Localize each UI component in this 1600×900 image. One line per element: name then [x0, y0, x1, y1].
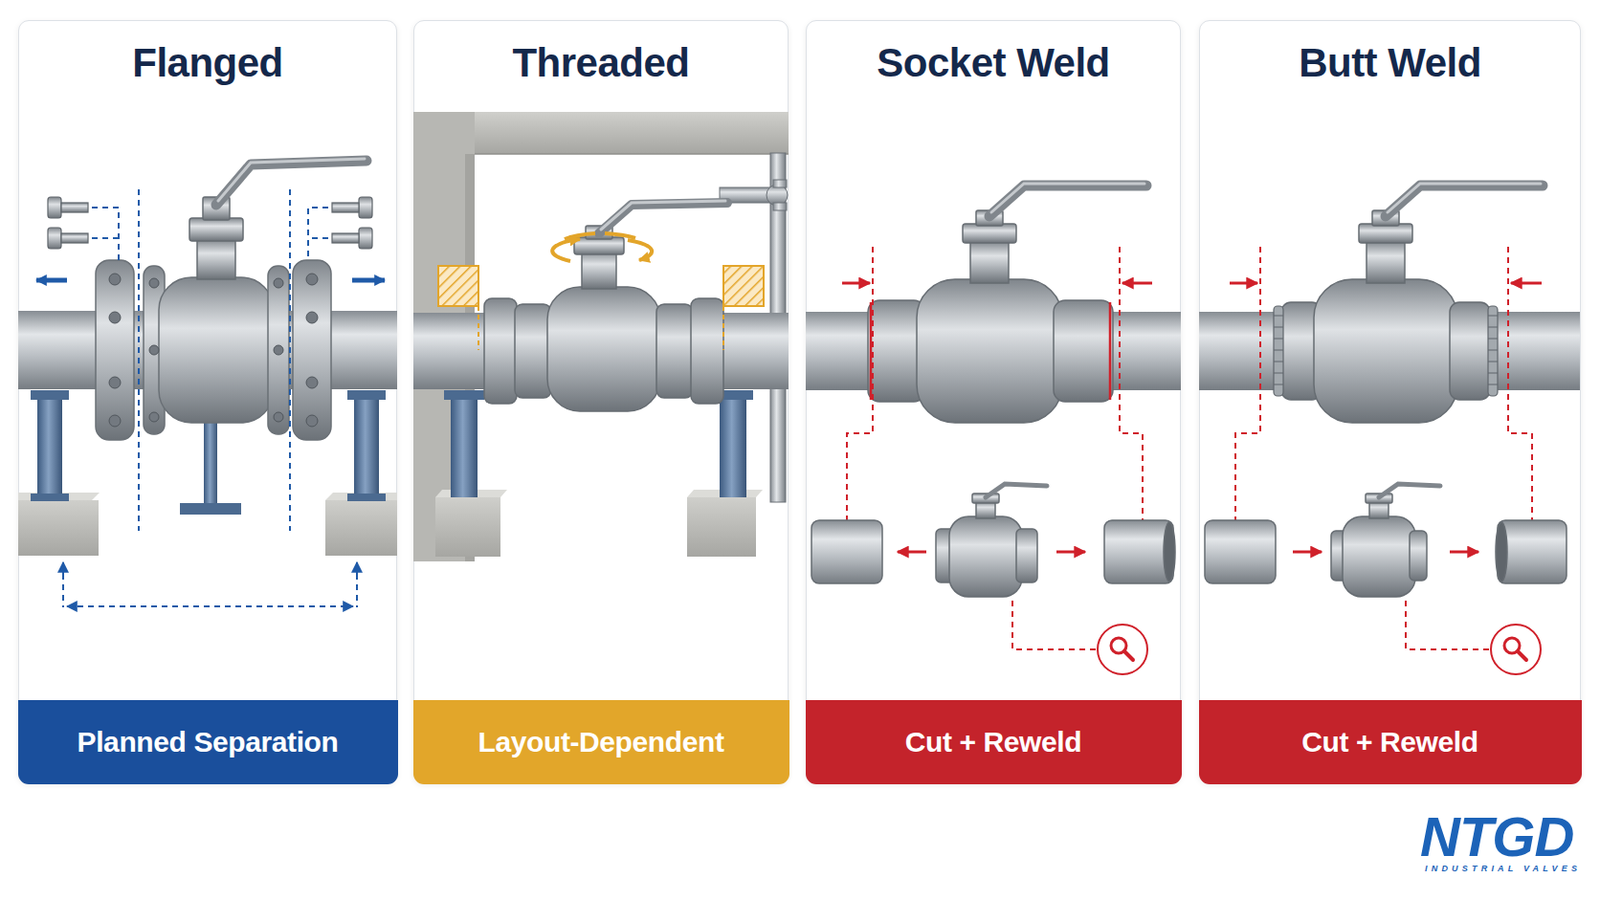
- method-band: Cut + Reweld: [805, 700, 1182, 785]
- panel-heading: Threaded: [414, 40, 788, 87]
- panel-heading: Butt Weld: [1200, 40, 1580, 87]
- band-label: Cut + Reweld: [1301, 726, 1478, 759]
- connection-panel: Socket WeldCut + Reweld: [805, 20, 1181, 784]
- band-label: Layout-Dependent: [478, 726, 725, 759]
- method-band: Cut + Reweld: [1199, 700, 1582, 785]
- brand-logo: NTGD: [1420, 809, 1574, 866]
- panel-heading: Flanged: [19, 40, 397, 87]
- connection-panel: FlangedPlanned Separation: [18, 20, 398, 784]
- connection-panel: Butt WeldCut + Reweld: [1199, 20, 1581, 784]
- panel-heading: Socket Weld: [806, 40, 1180, 87]
- band-label: Cut + Reweld: [905, 726, 1082, 759]
- method-band: Layout-Dependent: [413, 700, 790, 785]
- method-band: Planned Separation: [18, 700, 399, 785]
- brand-tagline: INDUSTRIAL VALVES: [1424, 865, 1581, 874]
- connection-panel: ThreadedLayout-Dependent: [413, 20, 789, 784]
- band-label: Planned Separation: [77, 726, 339, 759]
